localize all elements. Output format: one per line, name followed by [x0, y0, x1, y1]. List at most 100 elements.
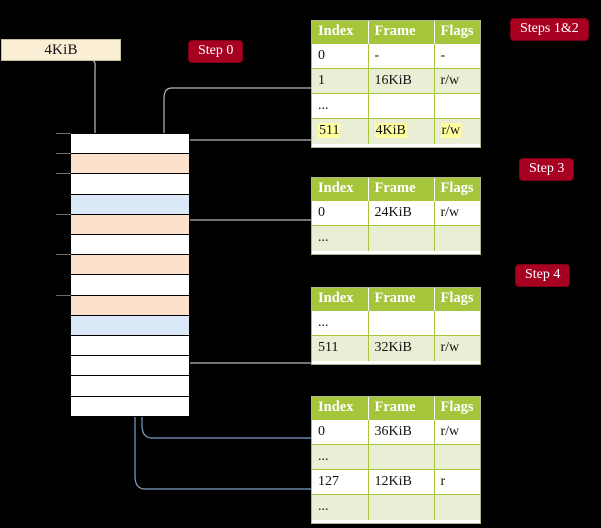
- table-header-row: Index Frame Flags: [312, 178, 480, 201]
- table-row: 0 - -: [312, 43, 480, 69]
- page-table-level1: Index Frame Flags 0 36KiB r/w ... 127: [311, 396, 481, 524]
- cell-index: ...: [312, 225, 369, 251]
- cell-frame: 12KiB: [368, 469, 435, 495]
- cell-index: 0: [312, 43, 369, 69]
- cell-frame: [368, 444, 435, 470]
- cell-flags: [434, 494, 480, 520]
- memory-block-1: [70, 153, 190, 175]
- page-table-level3: Index Frame Flags 0 24KiB r/w ...: [311, 177, 481, 255]
- cell-frame: 24KiB: [368, 200, 435, 226]
- memory-block-4: [70, 213, 190, 235]
- cell-frame: -: [368, 43, 435, 69]
- memory-block-6: [70, 254, 190, 276]
- cell-flags: [434, 310, 480, 336]
- table-row: 0 24KiB r/w: [312, 200, 480, 226]
- memory-block-tick-1: [56, 153, 71, 155]
- badge-steps-1-2-label: Steps 1&2: [520, 21, 579, 36]
- cell-index: ...: [312, 444, 369, 470]
- memory-block-3: [70, 193, 190, 215]
- cell-index: 0: [312, 419, 369, 445]
- table-row: ...: [312, 494, 480, 520]
- memory-block-tick-4: [56, 213, 71, 215]
- table-row: ...: [312, 444, 480, 470]
- table-row: ...: [312, 310, 480, 336]
- cell-index: 127: [312, 469, 369, 495]
- memory-block-5: [70, 234, 190, 256]
- cell-index-text: 511: [318, 122, 341, 138]
- cell-flags-text: r/w: [440, 122, 462, 138]
- cell-index: ...: [312, 310, 369, 336]
- column-header-flags: Flags: [434, 288, 480, 311]
- column-header-frame: Frame: [368, 178, 435, 201]
- cell-flags: r/w: [434, 335, 480, 361]
- page-table-level4: Index Frame Flags 0 - - 1 16KiB r/w ...: [311, 20, 481, 148]
- cell-index: ...: [312, 494, 369, 520]
- column-header-frame: Frame: [368, 21, 435, 44]
- memory-block-11: [70, 355, 190, 377]
- cell-frame-text: 4KiB: [374, 122, 407, 138]
- cell-frame: [368, 93, 435, 119]
- badge-step-3: Step 3: [520, 159, 574, 180]
- column-header-frame: Frame: [368, 397, 435, 420]
- cell-index: 511: [312, 118, 369, 144]
- cell-frame: [368, 225, 435, 251]
- cell-index: 511: [312, 335, 369, 361]
- frame-box-4kib: 4KiB: [1, 39, 121, 61]
- table-header-row: Index Frame Flags: [312, 397, 480, 420]
- memory-block-13: [70, 395, 190, 417]
- memory-block-tick-6: [56, 254, 71, 256]
- cell-flags: r/w: [434, 200, 480, 226]
- table-row-highlighted: 511 4KiB r/w: [312, 118, 480, 144]
- memory-block-tick-2: [56, 173, 71, 175]
- table-header-row: Index Frame Flags: [312, 21, 480, 44]
- memory-block-9: [70, 314, 190, 336]
- table-row: ...: [312, 225, 480, 251]
- cell-frame: 32KiB: [368, 335, 435, 361]
- frame-box-label: 4KiB: [44, 41, 78, 58]
- badge-step-3-label: Step 3: [529, 161, 565, 176]
- cell-flags: r/w: [434, 118, 480, 144]
- column-header-index: Index: [312, 178, 369, 201]
- table-row: ...: [312, 93, 480, 119]
- cell-index: 0: [312, 200, 369, 226]
- memory-block-0: [70, 133, 190, 155]
- memory-block-8: [70, 294, 190, 316]
- column-header-frame: Frame: [368, 288, 435, 311]
- column-header-flags: Flags: [434, 397, 480, 420]
- table-row: 1 16KiB r/w: [312, 68, 480, 94]
- memory-block-10: [70, 335, 190, 357]
- cell-index: ...: [312, 93, 369, 119]
- column-header-index: Index: [312, 288, 369, 311]
- memory-block-tick-0: [56, 133, 71, 134]
- cell-frame: 4KiB: [368, 118, 435, 144]
- badge-step-0-label: Step 0: [198, 43, 234, 58]
- memory-block-7: [70, 274, 190, 296]
- badge-steps-1-2: Steps 1&2: [511, 19, 588, 40]
- cell-flags: [434, 444, 480, 470]
- column-header-index: Index: [312, 397, 369, 420]
- table-header-row: Index Frame Flags: [312, 288, 480, 311]
- table-row: 127 12KiB r: [312, 469, 480, 495]
- cell-flags: [434, 93, 480, 119]
- cell-frame: 16KiB: [368, 68, 435, 94]
- memory-block-12: [70, 375, 190, 397]
- cell-frame: 36KiB: [368, 419, 435, 445]
- cell-flags: [434, 225, 480, 251]
- column-header-index: Index: [312, 21, 369, 44]
- badge-step-4: Step 4: [516, 265, 570, 286]
- column-header-flags: Flags: [434, 178, 480, 201]
- cell-flags: r: [434, 469, 480, 495]
- table-row: 0 36KiB r/w: [312, 419, 480, 445]
- cell-flags: -: [434, 43, 480, 69]
- cell-frame: [368, 310, 435, 336]
- memory-block-2: [70, 173, 190, 195]
- cell-frame: [368, 494, 435, 520]
- badge-step-4-label: Step 4: [525, 267, 561, 282]
- cell-flags: r/w: [434, 419, 480, 445]
- memory-block-tick-8: [56, 294, 71, 296]
- cell-index: 1: [312, 68, 369, 94]
- badge-step-0: Step 0: [189, 41, 243, 62]
- cell-flags: r/w: [434, 68, 480, 94]
- column-header-flags: Flags: [434, 21, 480, 44]
